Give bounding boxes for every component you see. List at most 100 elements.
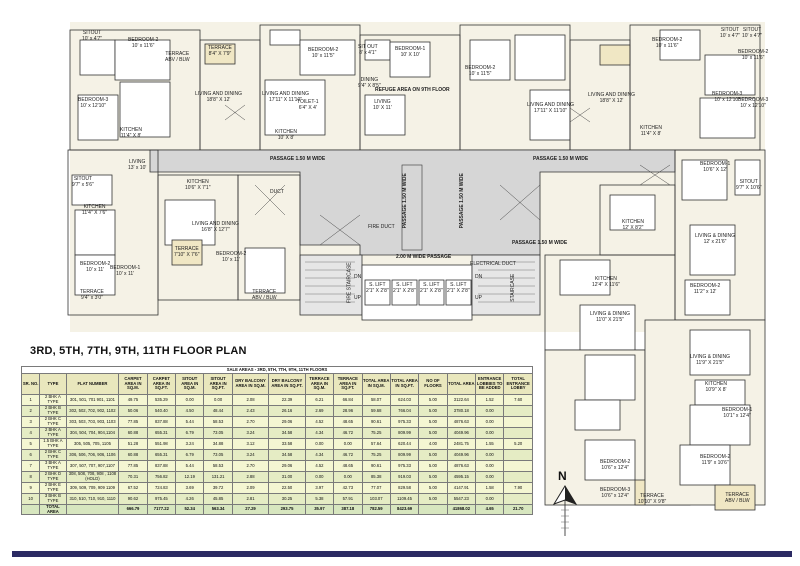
table-cell: 27.29 — [231, 503, 270, 516]
passage-label-bottom: PASSAGE 1.50 M WIDE — [512, 240, 568, 246]
dn-label-2: DN — [475, 274, 483, 280]
table-cell: 655.31 — [146, 449, 177, 461]
table-cell: 2.08 — [231, 394, 270, 406]
table-cell: 0.00 — [474, 471, 505, 483]
lift-4-label: S. LIFT 2'1" X 2'8" — [447, 282, 470, 294]
room-label: BEDROOM-2 10' x 11'5" — [465, 65, 496, 77]
table-cell: 5.00 — [418, 394, 448, 406]
unit-right-lower — [544, 319, 766, 511]
table-cell: 535.29 — [146, 394, 177, 406]
room-label: BEDROOM-3 10' x 12'10" — [738, 97, 769, 109]
table-cell: 103.07 — [361, 493, 391, 505]
room-label: KITCHEN 10'6" X 7'1" — [185, 179, 211, 191]
table-cell: 31.00 — [268, 471, 306, 483]
table-header-cell: DRY BALCONY AREA IN SQ.M. — [231, 373, 270, 395]
table-header-cell: TOTAL ENTRANCE LOBBY — [503, 373, 533, 395]
room-label: LIVING 10' X 11' — [373, 99, 392, 111]
room-label: TERRACE 8'4" X 7'9" — [208, 45, 232, 57]
table-header-cell: TYPE — [39, 373, 67, 395]
room-label: TERRACE 7'10" X 7'6" — [174, 246, 200, 258]
table-cell: 75.25 — [361, 449, 391, 461]
table-cell: 5.00 — [418, 482, 448, 494]
room-label: BEDROOM-3 10' x 12'10" — [712, 91, 743, 103]
room-label: BEDROOM-1 10' X 10' — [395, 46, 426, 58]
table-cell: 4049.96 — [446, 427, 477, 439]
table-cell: 60.88 — [118, 449, 148, 461]
table-cell: 3.69 — [175, 482, 205, 494]
table-cell: 563.34 — [203, 503, 233, 516]
table-cell: 5.44 — [175, 416, 205, 428]
table-cell: 3.24 — [231, 449, 270, 461]
room-label: TERRACE ABV / BLW — [252, 289, 277, 301]
bottom-accent-bar — [12, 551, 792, 557]
table-cell: 57.64 — [361, 438, 391, 450]
table-cell: 1.55 — [474, 438, 505, 450]
table-cell: 2 BHK A TYPE — [39, 427, 67, 439]
table-cell: 829.58 — [389, 482, 420, 494]
table-cell: 22.39 — [268, 394, 306, 406]
table-cell: 77.07 — [361, 482, 391, 494]
table-cell: 302, 502, 702, 902, 1102 — [65, 405, 120, 417]
room-label: TERRACE 9'4" x 3'0" — [80, 289, 104, 301]
room-label: KITCHEN 11'4" X 8' — [120, 127, 142, 139]
table-header-cell: DRY BALCONY AREA IN SQ.FT. — [268, 373, 306, 395]
table-cell: 48.44 — [203, 405, 233, 417]
table-cell: 2 BHK A TYPE — [39, 394, 67, 406]
table-cell: 9 — [20, 482, 41, 494]
table-cell: 50.06 — [118, 405, 148, 417]
table-cell: 724.83 — [146, 482, 177, 494]
room-label: KITCHEN 10'9" X 8' — [705, 381, 727, 393]
table-cell: 49.75 — [118, 394, 148, 406]
table-cell — [20, 503, 41, 516]
fire-staircase-label: FIRE STAIRCASE — [346, 262, 353, 304]
table-cell: 2.70 — [231, 460, 270, 472]
table-cell: 77.85 — [118, 460, 148, 472]
table-cell: 766.04 — [389, 405, 420, 417]
table-cell: 4.00 — [418, 438, 448, 450]
room-label: LIVING & DINING 11'0" X 21'5" — [590, 311, 631, 323]
table-cell: 2 BHK E TYPE — [39, 482, 67, 494]
table-cell: 46.72 — [333, 449, 363, 461]
duct-label: DUCT — [270, 189, 284, 195]
lift-2-label: S. LIFT 2'1" X 2'8" — [393, 282, 416, 294]
table-cell: 4.65 — [474, 503, 505, 516]
table-cell: 1109.45 — [389, 493, 420, 505]
table-cell: 59.68 — [361, 405, 391, 417]
table-cell: 306, 506, 706, 906, 1106 — [65, 449, 120, 461]
room-label: LIVING AND DINING 18'8" X 12' — [588, 92, 635, 104]
table-cell: 301, 501, 701 901, 1101 — [65, 394, 120, 406]
room-label: BEDROOM-2 11'9" x 10'6" — [700, 454, 731, 466]
table-cell: 2.43 — [231, 405, 270, 417]
room-label: BEDROOM-3 10'6" x 12'4" — [600, 487, 631, 499]
table-cell: 3780.18 — [446, 405, 477, 417]
vertical-passage-left — [401, 164, 423, 251]
room-label: BEDROOM-2 10' x 11' — [216, 251, 247, 263]
north-arrow-icon — [552, 485, 578, 536]
electrical-duct-label: ELECTRICAL DUCT — [470, 261, 516, 267]
table-header-cell: FLAT NUMBER — [65, 373, 120, 395]
table-cell: 0.00 — [474, 416, 505, 428]
dn-label-1: DN — [354, 274, 362, 280]
table-cell: TOTAL AREA — [39, 503, 67, 516]
table-cell: 5547.23 — [446, 493, 477, 505]
table-cell: 8423.69 — [389, 503, 420, 516]
table-cell: 6.21 — [304, 394, 335, 406]
table-cell: 0.00 — [474, 460, 505, 472]
room-label: SITOUT 10' x 4'7" — [720, 27, 741, 39]
passage-label-vertical-right: PASSAGE 1.50 M WIDE — [458, 173, 465, 229]
table-cell: 4.52 — [304, 416, 335, 428]
stair-hatching — [305, 261, 535, 303]
passage-label-top-left: PASSAGE 1.50 M WIDE — [270, 156, 326, 162]
up-label-2: UP — [475, 295, 482, 301]
table-cell: 655.31 — [146, 427, 177, 439]
room-label: LIVING & DINING 11'9" X 21'5" — [690, 354, 731, 366]
unit-left-lower — [67, 149, 301, 316]
room-label: LIVING AND DINING 17'11" X 11'10" — [262, 91, 309, 103]
table-cell: 4595.15 — [446, 471, 477, 483]
table-cell: 293.75 — [268, 503, 306, 516]
